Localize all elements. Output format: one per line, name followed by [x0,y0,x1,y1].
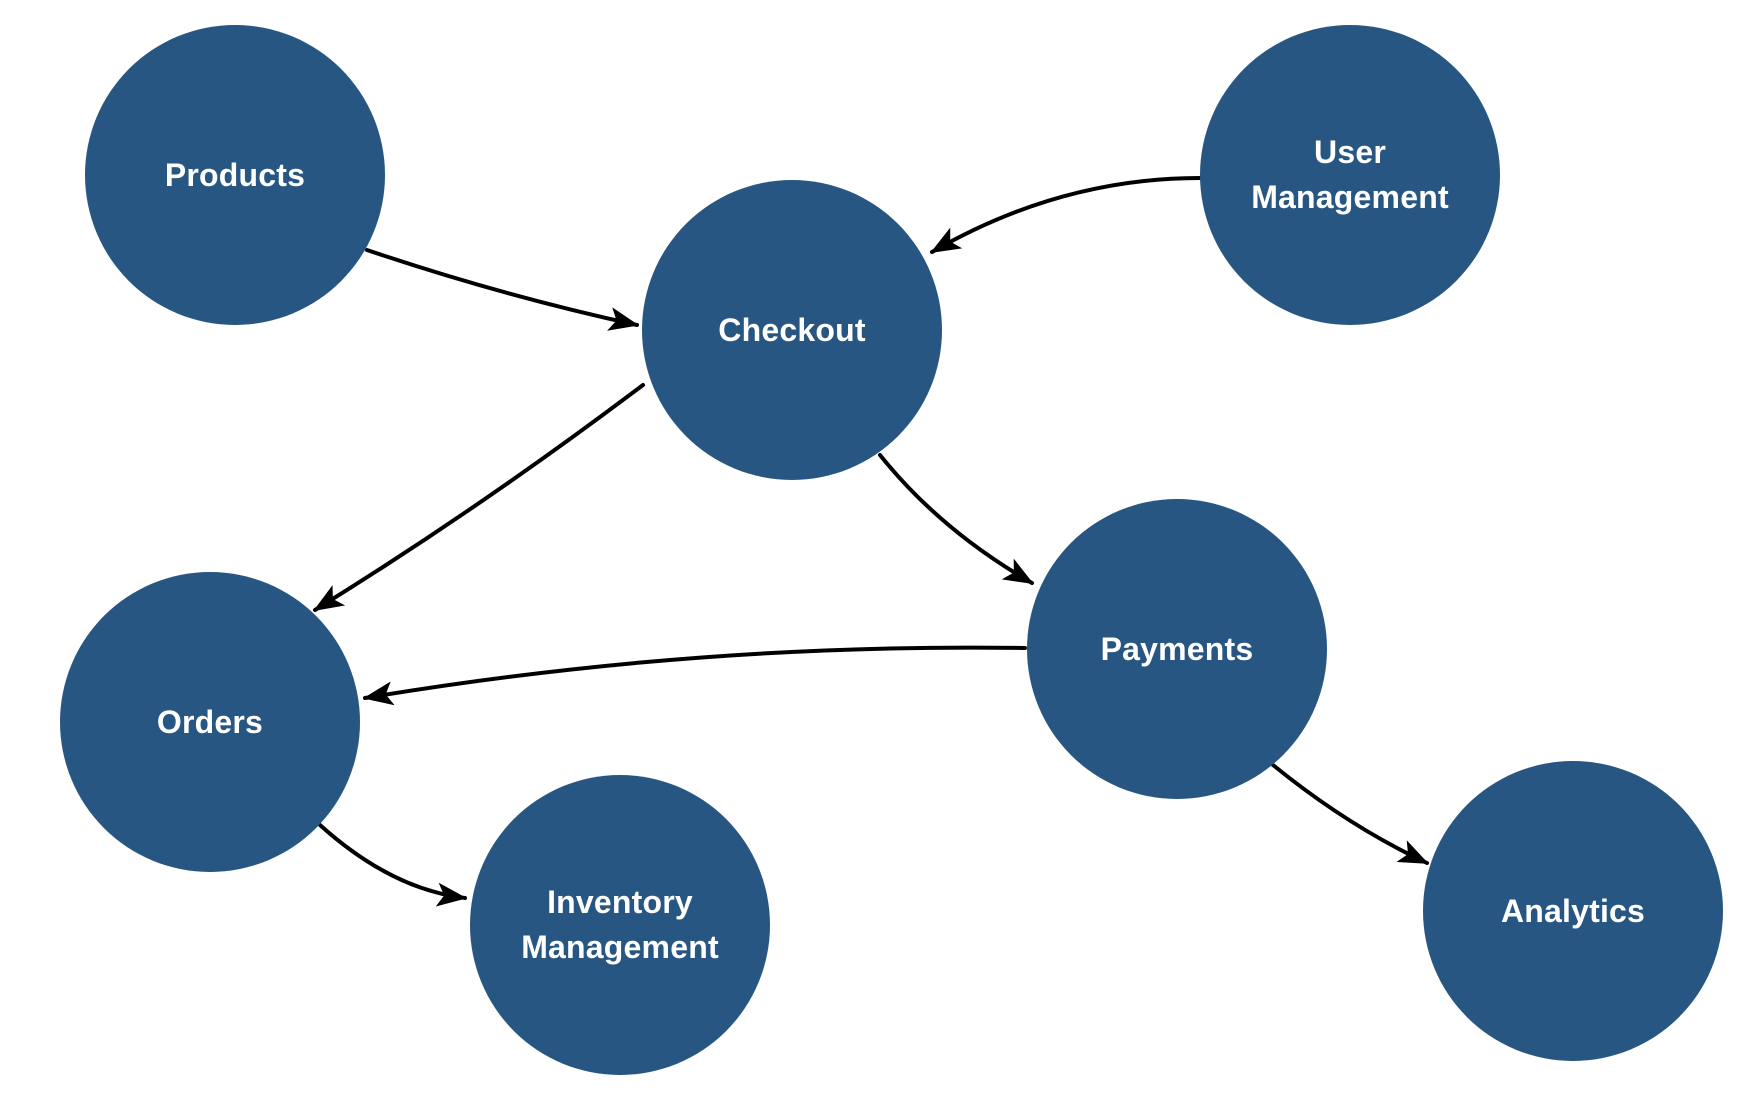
node-products[interactable]: Products [85,25,385,325]
node-payments-label: Payments [1100,630,1254,667]
edge-payments-to-orders [363,645,1027,706]
node-user-management-label: User Management [1251,134,1449,215]
edge-products-to-checkout [365,248,639,331]
edge-orders-to-inventory-management [318,823,467,907]
node-checkout[interactable]: Checkout [642,180,942,480]
node-analytics[interactable]: Analytics [1423,761,1723,1061]
edge-user-management-to-checkout [930,176,1202,254]
edge-checkout-to-orders [313,383,645,612]
node-products-label: Products [164,156,306,193]
node-checkout-label: Checkout [718,311,866,348]
node-analytics-label: Analytics [1500,892,1646,929]
edge-payments-to-analytics [1271,763,1429,865]
node-user-management[interactable]: User Management [1200,25,1500,325]
node-orders[interactable]: Orders [60,572,360,872]
node-inventory-management-label: Inventory Management [521,884,719,965]
node-inventory-management[interactable]: Inventory Management [470,775,770,1075]
edge-checkout-to-payments [878,453,1034,585]
node-payments[interactable]: Payments [1027,499,1327,799]
node-orders-label: Orders [156,703,264,740]
